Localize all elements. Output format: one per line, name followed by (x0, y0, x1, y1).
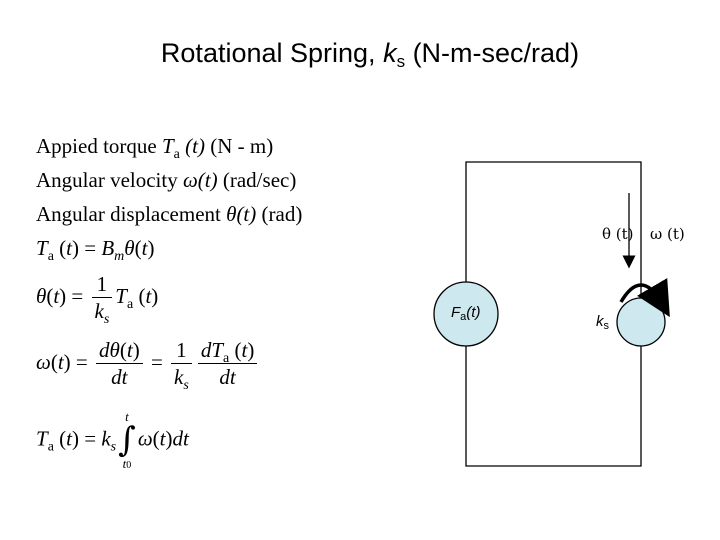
theta-label: θ (t) (602, 225, 634, 243)
torque-definition: Appied torque Ta (t) (N - m) (36, 134, 274, 162)
circuit-wire (465, 161, 642, 300)
spring-label: ks (596, 313, 609, 332)
source-label: Fa(t) (451, 304, 481, 323)
velocity-definition: Angular velocity ω(t) (rad/sec) (36, 168, 297, 192)
torque-source-circle (433, 281, 499, 347)
omega-arrow (619, 278, 670, 318)
load-circle (616, 297, 666, 347)
equation-torque-damper: Ta (t) = Bmθ(t) (36, 236, 155, 264)
slide-title: Rotational Spring, ks (N-m-sec/rad) (160, 38, 580, 71)
circuit-wire-bottom (465, 346, 642, 467)
displacement-definition: Angular displacement θ(t) (rad) (36, 202, 303, 226)
omega-label: ω (t) (650, 225, 685, 243)
